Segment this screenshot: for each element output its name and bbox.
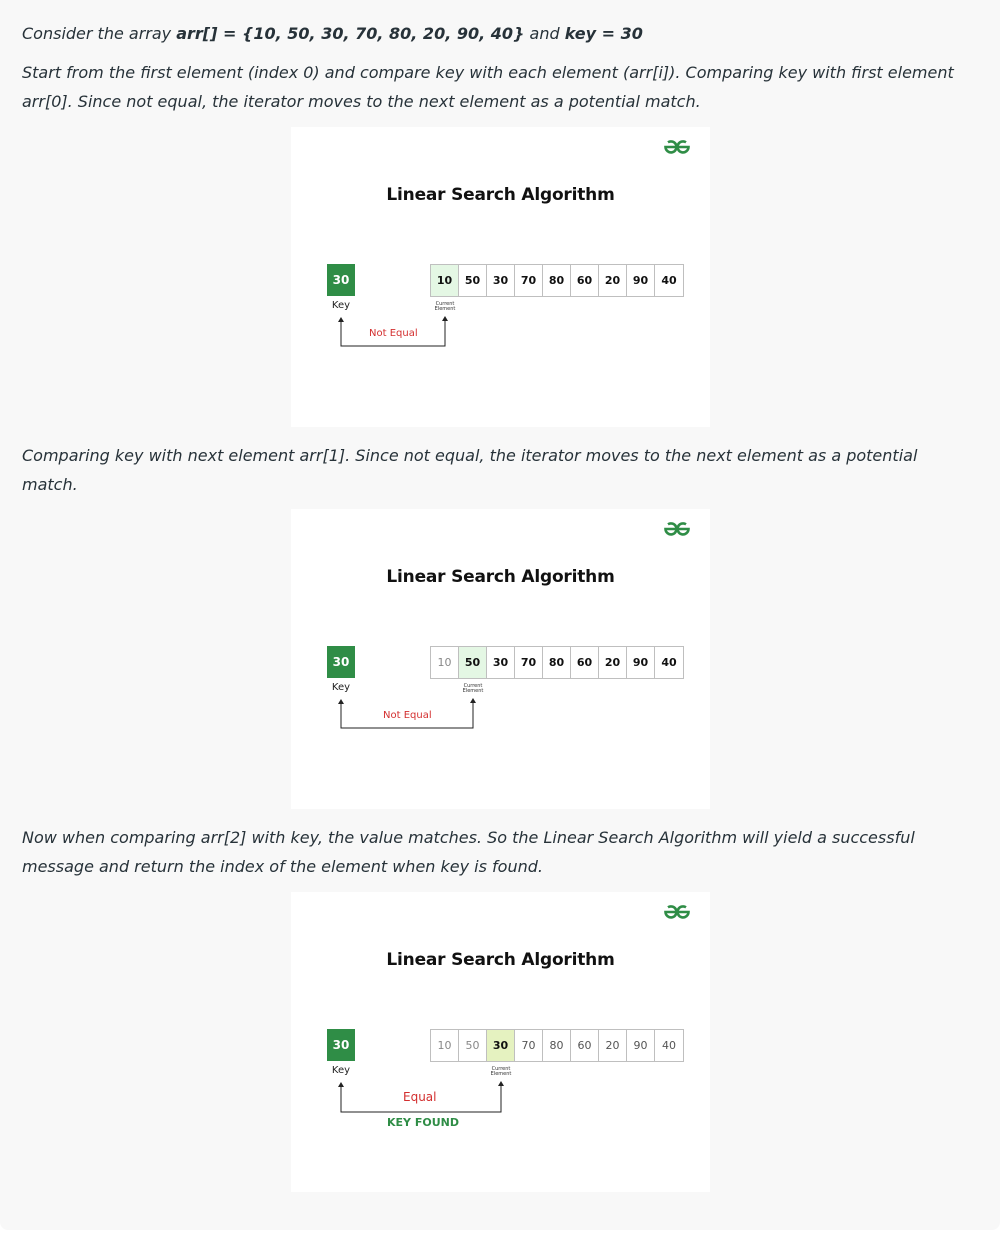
arrow-up-icon [338,317,344,322]
array-cell: 40 [655,647,683,678]
array-cell: 30 [487,1030,515,1061]
key-label: Key [331,682,351,693]
comparison-status: Not Equal [383,710,432,721]
array-definition: arr[] = {10, 50, 30, 70, 80, 20, 90, 40} [176,24,525,43]
key-label: Key [331,1065,351,1076]
array-cell: 20 [599,647,627,678]
figure-title: Linear Search Algorithm [386,185,615,205]
array-cell: 30 [487,265,515,296]
comparison-arrows [338,1081,504,1113]
arrow-up-icon [338,699,344,704]
comparison-arrows [338,316,448,347]
array-cell: 80 [543,1030,571,1061]
connector-line [340,1085,502,1113]
array-cell: 80 [543,647,571,678]
key-box: 30 [327,264,355,296]
array-cell: 50 [459,647,487,678]
geeksforgeeks-logo-icon [664,905,690,919]
figure-title: Linear Search Algorithm [386,567,615,587]
comparison-status: Equal [403,1090,437,1104]
key-box: 30 [327,646,355,678]
intro-paragraph: Consider the array arr[] = {10, 50, 30, … [22,19,972,48]
array-cell: 90 [627,265,655,296]
geeksforgeeks-logo-icon [664,522,690,536]
array-cell: 90 [627,1030,655,1061]
intro-text: Consider the array [22,24,177,43]
arrow-up-icon [442,316,448,321]
connector-line [340,702,474,729]
geeksforgeeks-logo-icon [664,140,690,154]
key-box: 30 [327,1029,355,1061]
array-cell: 90 [627,647,655,678]
step3-paragraph: Now when comparing arr[2] with key, the … [22,828,915,876]
key-definition: key = 30 [564,24,643,43]
comparison-status: Not Equal [369,328,418,339]
array-cell: 10 [431,265,459,296]
array-cell: 10 [431,1030,459,1061]
arrow-up-icon [498,1081,504,1086]
figure-title: Linear Search Algorithm [386,950,615,970]
step2-paragraph: Comparing key with next element arr[1]. … [22,446,918,494]
array-cell: 20 [599,1030,627,1061]
array-cell: 10 [431,647,459,678]
intro-text-and: and [524,24,565,43]
array-cell: 50 [459,1030,487,1061]
step1-paragraph: Start from the first element (index 0) a… [22,63,954,111]
arrow-up-icon [338,1082,344,1087]
array-cell: 20 [599,265,627,296]
array-cell: 30 [487,647,515,678]
array-cell: 70 [515,647,543,678]
connector-line [340,320,446,347]
array-cell: 60 [571,1030,599,1061]
array-cell: 80 [543,265,571,296]
array-cell: 40 [655,265,683,296]
array-cell: 70 [515,265,543,296]
key-found-label: KEY FOUND [387,1116,459,1129]
array-cell: 70 [515,1030,543,1061]
key-label: Key [331,300,351,311]
array-cell: 60 [571,265,599,296]
array-cell: 60 [571,647,599,678]
array-cell: 40 [655,1030,683,1061]
arrow-up-icon [470,698,476,703]
array-cell: 50 [459,265,487,296]
comparison-arrows [338,698,476,729]
